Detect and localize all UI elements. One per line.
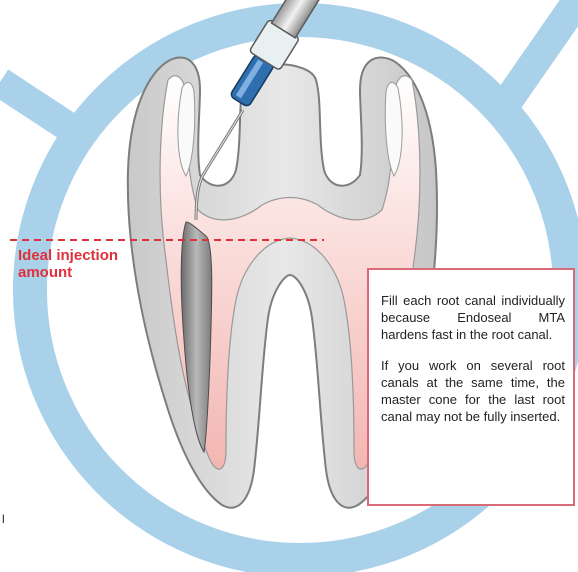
ideal-injection-label: Ideal injection amount [18,247,138,281]
instruction-note: Fill each root canal individually becaus… [367,268,575,506]
ideal-injection-label-line1: Ideal injection [18,247,138,264]
stray-mark: l [2,512,5,526]
note-paragraph-1: Fill each root canal individually becaus… [381,292,565,343]
ideal-injection-label-line2: amount [18,264,138,281]
note-paragraph-2: If you work on several root canals at th… [381,357,565,425]
